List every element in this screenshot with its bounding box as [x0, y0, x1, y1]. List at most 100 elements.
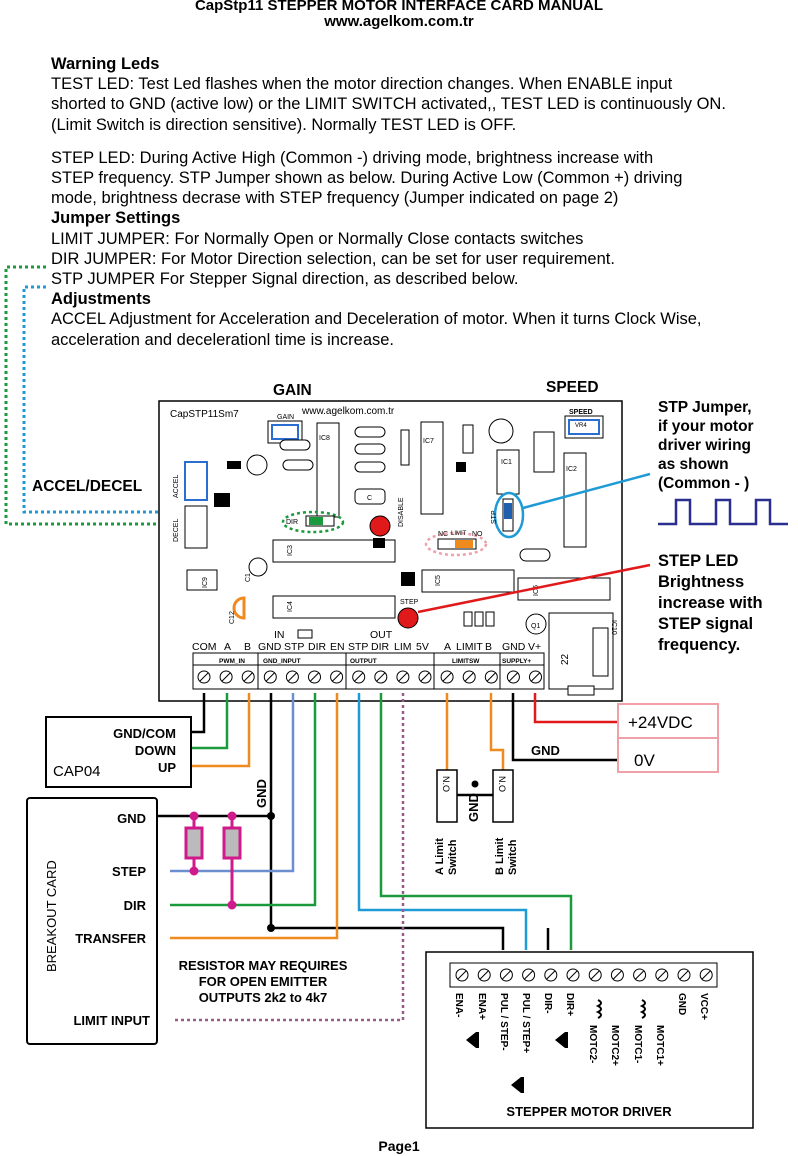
- dir-jumper-pointer: [4, 265, 282, 526]
- q1-label: C12: [229, 611, 236, 624]
- stp-jumper: [504, 503, 512, 519]
- cap04-name: CAP04: [53, 763, 101, 780]
- svg-text:GND: GND: [502, 641, 526, 653]
- ic7-chip: [420, 421, 444, 515]
- svg-text:UP: UP: [158, 760, 176, 775]
- svg-text:STEP: STEP: [400, 599, 419, 606]
- svg-text:N.O: N.O: [497, 776, 507, 792]
- svg-text:DIR+: DIR+: [564, 993, 575, 1016]
- svg-text:GND_INPUT: GND_INPUT: [263, 658, 301, 665]
- svg-text:OUTPUTS 2k2 to 4k7: OUTPUTS 2k2 to 4k7: [199, 990, 328, 1005]
- step-led-line: STEP LED: During Active High (Common -) …: [51, 148, 654, 167]
- limit-jumper: [455, 540, 473, 548]
- ic4-chip: [272, 595, 396, 619]
- terminal-labels: COM A B GND STP DIR EN STP DIR LIM 5V A …: [192, 629, 541, 653]
- svg-text:GND: GND: [466, 793, 481, 822]
- accel-decel-label: ACCEL/DECEL: [32, 478, 143, 495]
- svg-text:STP: STP: [491, 510, 498, 524]
- svg-text:DISABLE: DISABLE: [398, 497, 405, 527]
- svg-text:PUL / STEP+: PUL / STEP+: [520, 993, 531, 1053]
- svg-text:MOTC1-: MOTC1-: [632, 1025, 643, 1063]
- svg-text:Switch: Switch: [507, 839, 519, 875]
- accel-pot: [184, 461, 208, 501]
- board-model: CapSTP11Sm7: [170, 409, 239, 420]
- page-url: www.agelkom.com.tr: [324, 13, 474, 30]
- svg-text:Switch: Switch: [447, 839, 459, 875]
- svg-text:ENA-: ENA-: [453, 993, 464, 1017]
- svg-text:B Limit: B Limit: [494, 837, 506, 875]
- svg-text:STEP: STEP: [112, 864, 146, 879]
- dir-jumper-circle: [281, 510, 345, 534]
- svg-text:IC2: IC2: [566, 466, 577, 473]
- page-title: CapStp11 STEPPER MOTOR INTERFACE CARD MA…: [194, 0, 604, 14]
- svg-text:Q1: Q1: [531, 623, 540, 630]
- step-led-note: STEP LED Brightness increase with STEP s…: [658, 551, 763, 656]
- svg-text:PWM_IN: PWM_IN: [219, 658, 245, 665]
- ic5-chip: [421, 569, 515, 593]
- svg-text:EN: EN: [330, 641, 345, 653]
- svg-text:LIMIT: LIMIT: [451, 531, 467, 537]
- warning-line: (Limit Switch is direction sensitive). N…: [51, 115, 517, 134]
- ic9-chip: [186, 569, 218, 591]
- svg-text:DIR-: DIR-: [542, 993, 553, 1014]
- svg-text:PUL / STEP-: PUL / STEP-: [498, 993, 509, 1051]
- warning-section: Warning Leds TEST LED: Test Led flashes …: [51, 54, 726, 350]
- driver-terminal-screws: [455, 968, 713, 982]
- ic6-chip: [517, 577, 611, 601]
- speed-pot-label: SPEED: [569, 409, 593, 416]
- speed-label: SPEED: [546, 379, 599, 396]
- svg-text:GND/COM: GND/COM: [113, 726, 176, 741]
- svg-text:GND: GND: [676, 993, 687, 1015]
- jumper-line: LIMIT JUMPER: For Normally Open or Norma…: [51, 229, 584, 248]
- supply-gnd: GND: [531, 743, 560, 758]
- svg-text:5V: 5V: [416, 641, 429, 653]
- step-led-note-line: increase with: [658, 594, 763, 612]
- terminal-screws: [197, 670, 542, 684]
- svg-text:22: 22: [560, 653, 571, 665]
- svg-text:COM: COM: [192, 641, 217, 653]
- svg-text:LIMIT INPUT: LIMIT INPUT: [73, 1013, 150, 1028]
- svg-text:TRANSFER: TRANSFER: [75, 931, 146, 946]
- svg-text:FOR OPEN EMITTER: FOR OPEN EMITTER: [199, 974, 328, 989]
- svg-text:NC: NC: [438, 531, 448, 538]
- svg-text:GND: GND: [258, 641, 282, 653]
- supply-0v: 0V: [634, 751, 655, 770]
- svg-text:DIR: DIR: [308, 641, 327, 653]
- svg-text:IC3: IC3: [287, 545, 294, 556]
- svg-text:A: A: [444, 641, 451, 653]
- svg-text:C1: C1: [245, 573, 252, 582]
- svg-text:VCC+: VCC+: [698, 993, 709, 1020]
- svg-text:B: B: [485, 641, 492, 653]
- step-led-note-line: STEP LED: [658, 552, 739, 570]
- svg-text:STP: STP: [284, 641, 304, 653]
- terminal-strip: [192, 652, 545, 690]
- svg-text:MOTC2+: MOTC2+: [609, 1025, 620, 1066]
- svg-text:MOTC2-: MOTC2-: [587, 1025, 598, 1063]
- svg-text:IC6: IC6: [533, 585, 540, 596]
- svg-text:GND: GND: [254, 779, 269, 808]
- svg-text:C: C: [367, 495, 372, 502]
- svg-text:NO: NO: [472, 531, 483, 538]
- stp-note-line: STP Jumper,: [658, 399, 752, 416]
- jumper-line: DIR JUMPER: For Motor Direction selectio…: [51, 249, 615, 268]
- driver-pin-labels: ENA- ENA+ PUL / STEP- PUL / STEP+ DIR- D…: [453, 993, 709, 1066]
- svg-text:LIM: LIM: [394, 641, 412, 653]
- stp-jumper-pointer: [22, 285, 500, 514]
- ic1-chip: [496, 449, 520, 495]
- svg-text:STP: STP: [348, 641, 368, 653]
- jumper-title: Jumper Settings: [51, 209, 181, 228]
- cap04-box: [45, 716, 192, 788]
- decel-pot: [184, 505, 208, 549]
- speed-pot: [564, 415, 604, 439]
- svg-text:DIR: DIR: [286, 519, 298, 526]
- warning-line: TEST LED: Test Led flashes when the moto…: [51, 75, 673, 94]
- warning-title: Warning Leds: [51, 55, 160, 73]
- step-led-note-line: frequency.: [658, 636, 741, 654]
- svg-text:OUTPUT: OUTPUT: [350, 658, 377, 665]
- jumper-line: STP JUMPER For Stepper Signal direction,…: [51, 270, 519, 289]
- svg-text:DIR: DIR: [371, 641, 390, 653]
- step-led-note-line: STEP signal: [658, 615, 754, 633]
- svg-text:IC10: IC10: [610, 620, 617, 635]
- gain-pot-label: GAIN: [277, 414, 294, 421]
- board-url: www.agelkom.com.tr: [301, 406, 395, 417]
